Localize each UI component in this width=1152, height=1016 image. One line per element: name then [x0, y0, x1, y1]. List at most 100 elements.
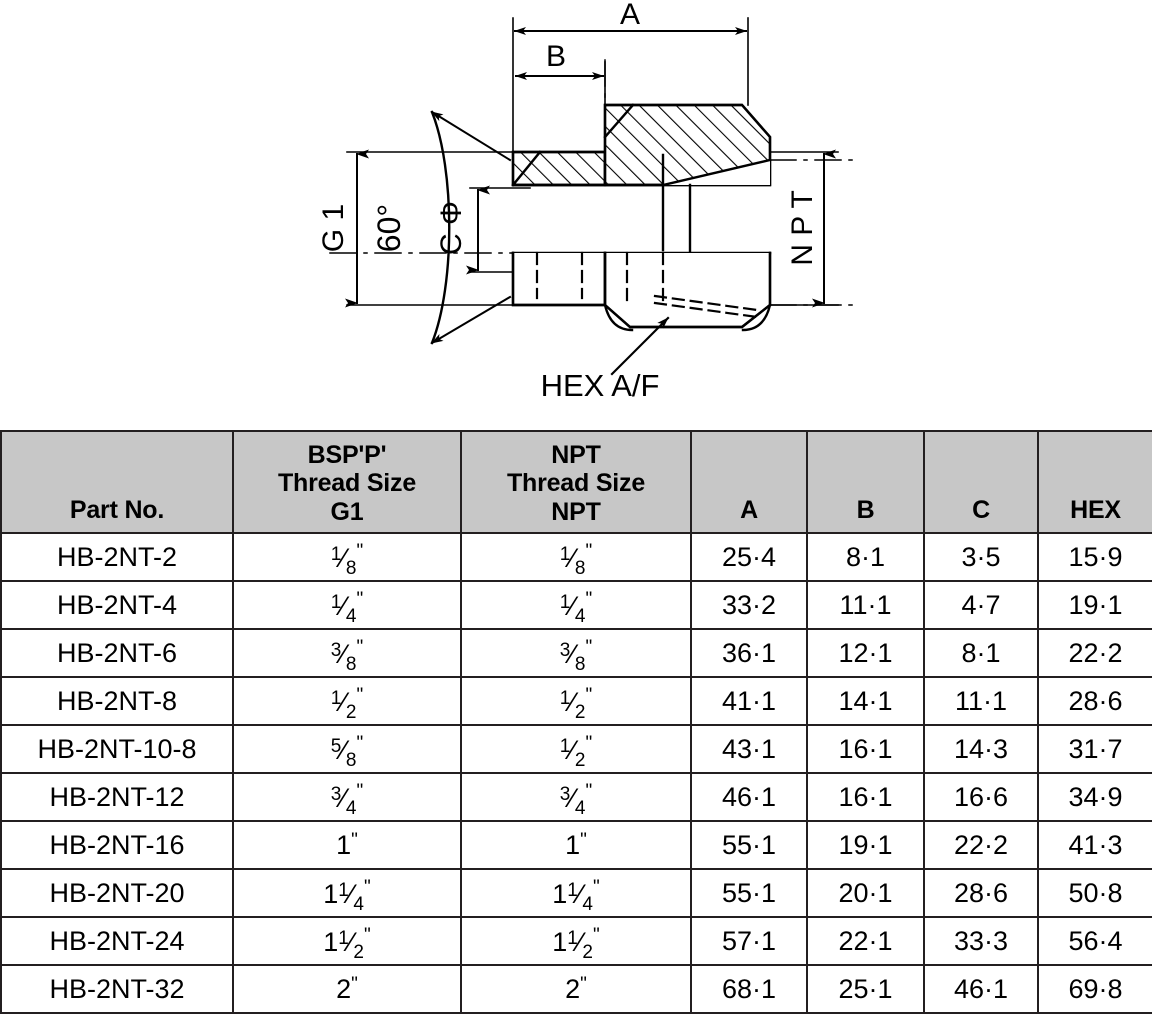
inch-mark: "	[351, 829, 358, 851]
fraction-slash: ⁄	[341, 590, 346, 621]
cell-dimension-b: 25·1	[806, 964, 925, 1014]
cell-dimension-a: 55·1	[690, 868, 808, 918]
cell-dimension-a: 68·1	[690, 964, 808, 1014]
fraction-slash: ⁄	[570, 638, 575, 669]
denominator: 4	[582, 893, 593, 915]
cell-npt-thread-size: 11⁄4"	[460, 868, 692, 918]
cell-bsp-thread-size: 2"	[232, 964, 462, 1014]
numerator: 1	[559, 735, 571, 757]
bsp-size-value: 1⁄8"	[331, 542, 363, 578]
column-header-bsp-thread-size: BSP'P' Thread Size G1	[232, 430, 462, 534]
specification-table-container: Part No. BSP'P' Thread Size G1 NPT Threa…	[0, 430, 1152, 1014]
cell-dimension-c: 4·7	[923, 580, 1039, 630]
bsp-size-value: 5⁄8"	[331, 734, 363, 770]
cell-part-no: HB-2NT-20	[0, 868, 234, 918]
fraction-slash: ⁄	[341, 638, 346, 669]
bsp-size-value: 2"	[336, 973, 358, 1004]
inch-mark: "	[585, 588, 593, 610]
fraction-slash: ⁄	[341, 782, 346, 813]
numerator: 1	[567, 879, 578, 901]
inch-mark: "	[592, 876, 600, 898]
column-header-hex: HEX	[1037, 430, 1152, 534]
cell-bsp-thread-size: 3⁄4"	[232, 772, 462, 822]
fraction-slash: ⁄	[341, 686, 346, 717]
cell-npt-thread-size: 1"	[460, 820, 692, 870]
numerator: 1	[559, 687, 571, 709]
leader-60-top	[430, 110, 512, 162]
cell-dimension-c: 3·5	[923, 532, 1039, 582]
column-header-b: B	[806, 430, 925, 534]
dimension-label-c-phi: C Φ	[435, 201, 468, 255]
bsp-header-line-1: BSP'P'	[307, 440, 387, 469]
technical-drawing: A B G 1 60° C Φ N P T HEX A/F	[0, 0, 1152, 424]
denominator: 4	[574, 797, 586, 819]
cell-part-no: HB-2NT-6	[0, 628, 234, 678]
denominator: 8	[345, 557, 357, 579]
cell-dimension-b: 14·1	[806, 676, 925, 726]
bsp-collar-hatch	[513, 152, 605, 185]
npt-header-line-1: NPT	[551, 440, 601, 469]
cell-dimension-c: 22·2	[923, 820, 1039, 870]
numerator: 1	[338, 879, 349, 901]
cell-dimension-b: 12·1	[806, 628, 925, 678]
npt-size-value: 3⁄4"	[560, 782, 592, 818]
cell-part-no: HB-2NT-10-8	[0, 724, 234, 774]
dimension-label-b: B	[546, 40, 566, 73]
npt-size-value: 1"	[565, 829, 587, 860]
cell-bsp-thread-size: 5⁄8"	[232, 724, 462, 774]
inch-mark: "	[356, 780, 364, 802]
cell-dimension-c: 28·6	[923, 868, 1039, 918]
numerator: 1	[559, 591, 571, 613]
cell-dimension-c: 16·6	[923, 772, 1039, 822]
cell-dimension-a: 46·1	[690, 772, 808, 822]
cell-bsp-thread-size: 1"	[232, 820, 462, 870]
bsp-size-value: 11⁄2"	[323, 926, 370, 962]
cell-dimension-c: 46·1	[923, 964, 1039, 1014]
hex-corner-round-left	[603, 303, 634, 332]
numerator: 1	[330, 591, 342, 613]
npt-size-value: 1⁄4"	[559, 590, 592, 626]
npt-size-value: 11⁄4"	[552, 878, 599, 914]
cell-dimension-c: 11·1	[923, 676, 1039, 726]
cell-dimension-hex: 41·3	[1037, 820, 1152, 870]
bsp-size-value: 3⁄8"	[330, 638, 363, 674]
inch-mark: "	[585, 684, 593, 706]
numerator: 3	[330, 639, 342, 661]
cell-dimension-a: 36·1	[690, 628, 808, 678]
cell-dimension-a: 33·2	[690, 580, 808, 630]
inch-mark: "	[585, 540, 593, 562]
cell-npt-thread-size: 1⁄4"	[460, 580, 692, 630]
npt-taper-top-line	[661, 158, 772, 187]
cell-part-no: HB-2NT-12	[0, 772, 234, 822]
bsp-size-value: 11⁄4"	[323, 878, 370, 914]
inch-mark: "	[356, 684, 364, 706]
denominator: 2	[353, 941, 364, 963]
fraction-slash: ⁄	[577, 878, 583, 909]
cell-dimension-b: 16·1	[806, 772, 925, 822]
cell-npt-thread-size: 1⁄2"	[460, 724, 692, 774]
npt-size-value: 2"	[565, 973, 587, 1004]
specification-table: Part No. BSP'P' Thread Size G1 NPT Threa…	[0, 430, 1152, 1014]
cell-part-no: HB-2NT-2	[0, 532, 234, 582]
bsp-size-value: 1"	[336, 829, 358, 860]
leader-60-bottom	[430, 295, 512, 345]
cell-part-no: HB-2NT-8	[0, 676, 234, 726]
cell-part-no: HB-2NT-16	[0, 820, 234, 870]
npt-size-value: 1⁄8"	[560, 542, 592, 578]
numerator: 3	[559, 639, 571, 661]
cell-dimension-hex: 15·9	[1037, 532, 1152, 582]
npt-size-value: 1⁄2"	[559, 686, 592, 722]
leader-hex-af	[610, 316, 670, 376]
denominator: 8	[574, 557, 586, 579]
cell-dimension-b: 16·1	[806, 724, 925, 774]
bsp-header-line-2: Thread Size	[277, 469, 417, 497]
cell-dimension-b: 20·1	[806, 868, 925, 918]
denominator: 8	[345, 653, 357, 675]
whole-number: 1	[323, 926, 339, 957]
npt-header-line-3: NPT	[551, 497, 601, 526]
cell-dimension-b: 22·1	[806, 916, 925, 966]
